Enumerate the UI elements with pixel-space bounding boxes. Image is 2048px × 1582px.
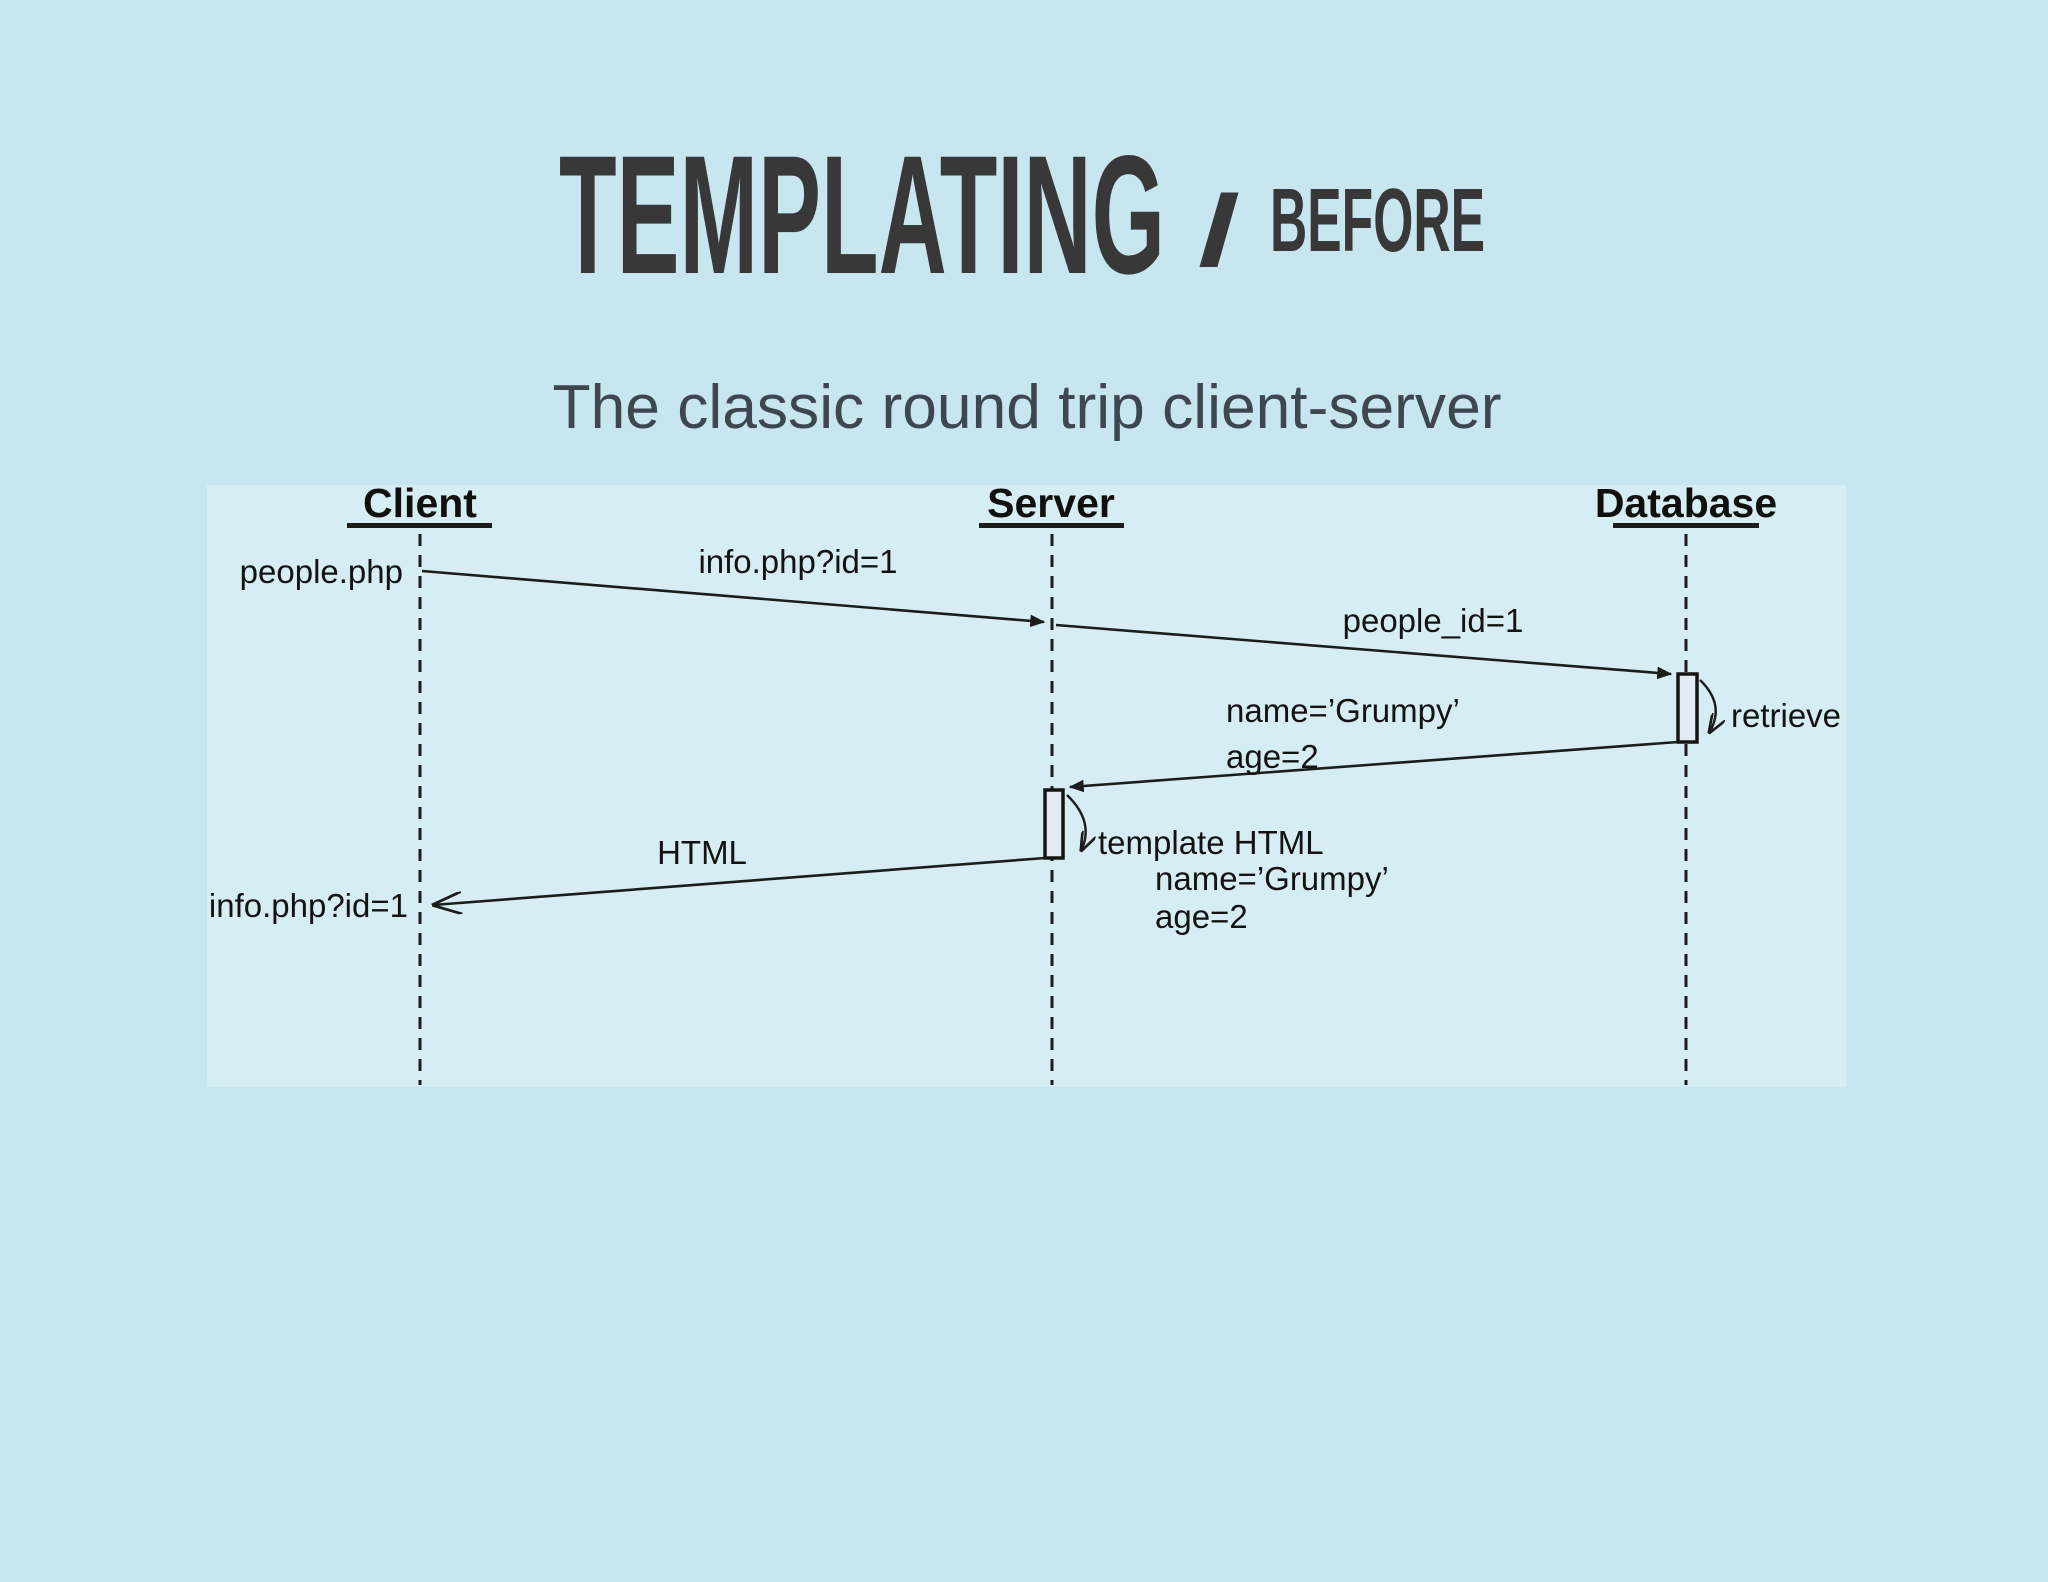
server-activation: template HTML name=’Grumpy’ age=2 [1043, 788, 1389, 935]
database-self-call-arc [1699, 679, 1716, 733]
actor-client: Client [347, 480, 492, 1085]
server-self-call-arc [1066, 794, 1086, 851]
actor-client-underline [347, 523, 492, 528]
message-client-to-server: people.php info.php?id=1 [240, 543, 1046, 628]
message-2-label: people_id=1 [1343, 602, 1524, 639]
message-server-to-client: HTML info.php?id=1 [209, 834, 1046, 924]
message-1-label: info.php?id=1 [698, 543, 897, 580]
database-activation-box [1676, 672, 1699, 744]
message-4-line [433, 856, 1046, 905]
message-server-to-database: people_id=1 [1055, 602, 1673, 680]
server-self-call-result-line2: age=2 [1155, 898, 1248, 935]
database-activation: retrieve [1676, 672, 1841, 744]
actor-server-underline [979, 523, 1124, 528]
title-qualifier: BEFORE [1270, 171, 1485, 271]
server-self-call-label: template HTML [1098, 824, 1324, 861]
server-activation-box [1043, 788, 1065, 860]
server-self-call-result-line1: name=’Grumpy’ [1155, 860, 1389, 897]
message-3-label-line1: name=’Grumpy’ [1226, 692, 1460, 729]
message-4-destination-label: info.php?id=1 [209, 887, 408, 924]
message-database-to-server: name=’Grumpy’ age=2 [1068, 692, 1679, 793]
title-separator: / [1198, 175, 1240, 287]
actor-database-label: Database [1595, 480, 1777, 526]
slide-title: TEMPLATING / BEFORE [559, 120, 1485, 309]
database-self-call-label: retrieve [1731, 697, 1841, 734]
message-1-line [421, 569, 1046, 628]
title-main: TEMPLATING [559, 120, 1165, 309]
actor-database-underline [1613, 523, 1759, 528]
diagram-panel [207, 485, 1846, 1087]
actor-database: Database [1595, 480, 1777, 1085]
message-4-label: HTML [657, 834, 747, 871]
message-3-line [1068, 740, 1679, 793]
subtitle: The classic round trip client-server [553, 373, 1502, 442]
message-2-line [1055, 623, 1673, 680]
actor-server-label: Server [987, 480, 1115, 526]
message-3-label-line2: age=2 [1226, 738, 1319, 775]
message-1-origin-label: people.php [240, 553, 403, 590]
actor-client-label: Client [363, 480, 477, 526]
